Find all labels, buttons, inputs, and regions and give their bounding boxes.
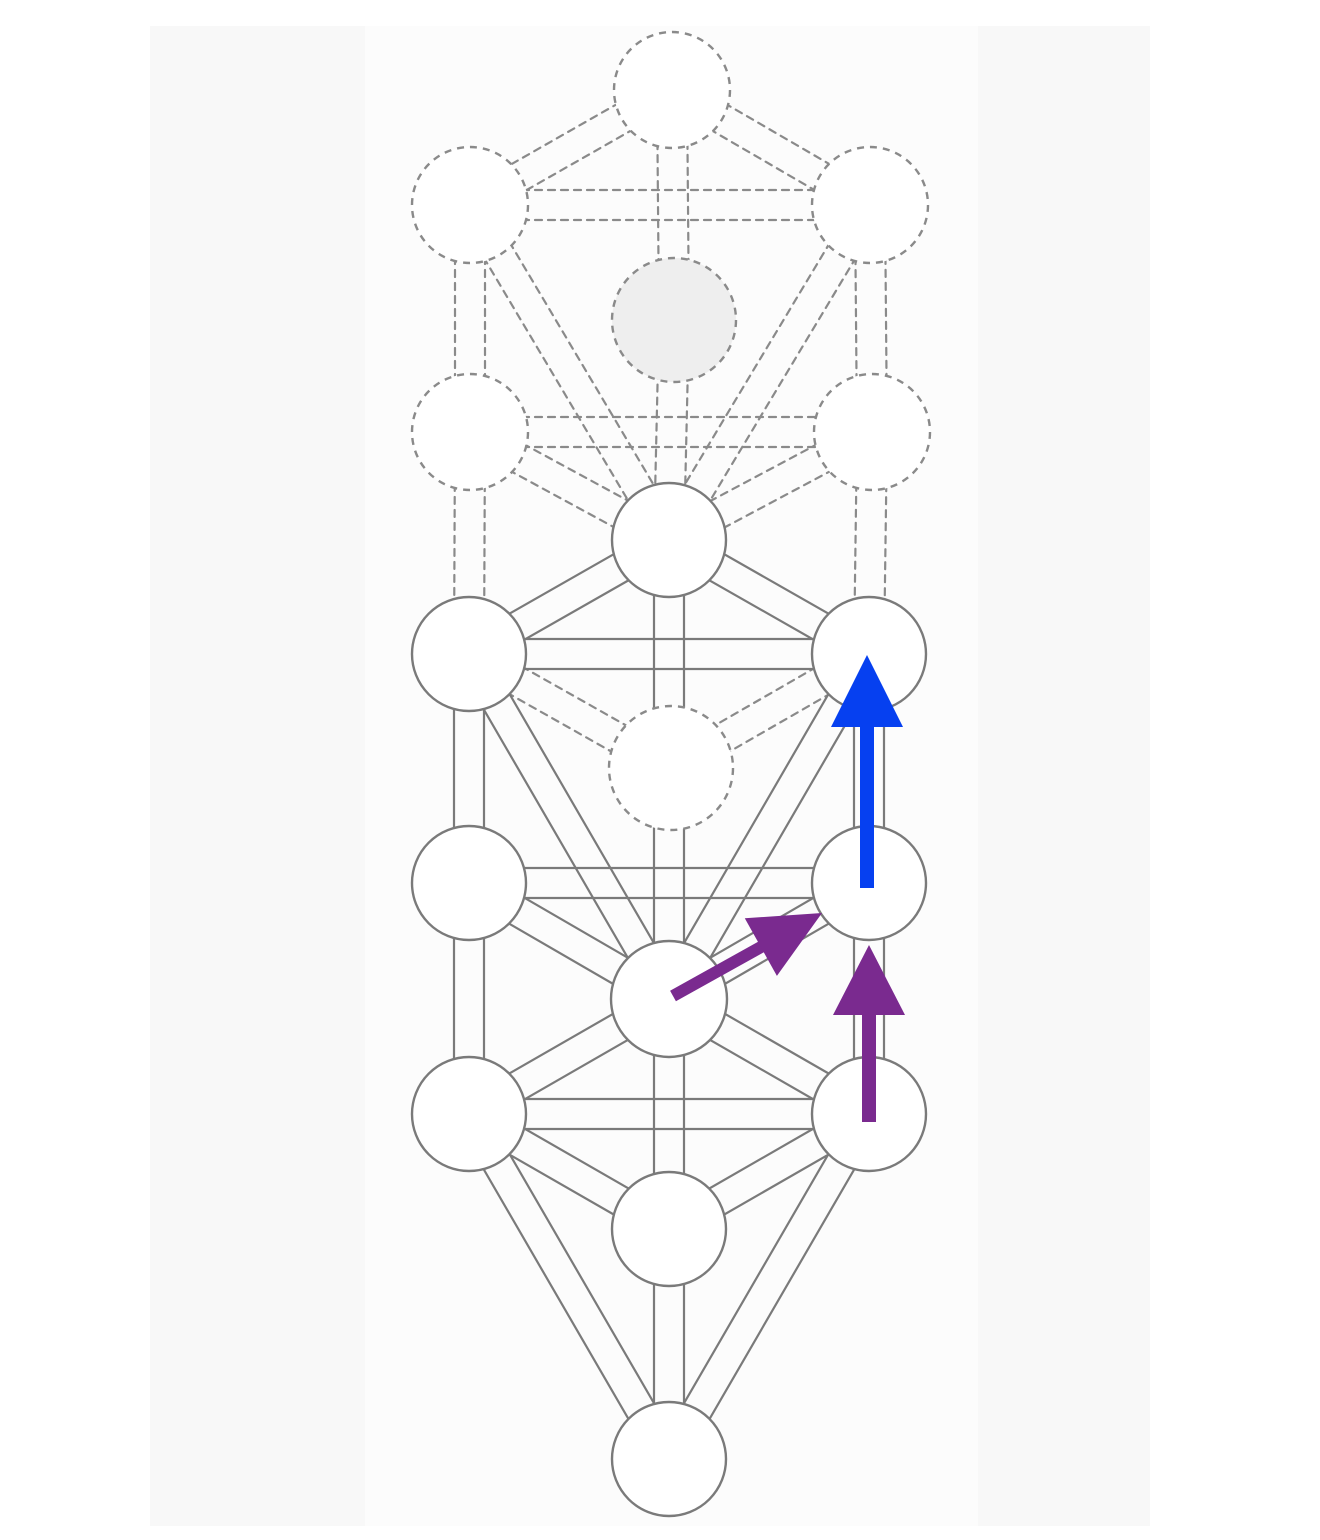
node-upper-top: [612, 30, 732, 150]
node-upper-left-1: [410, 145, 530, 265]
path-rail: [454, 660, 658, 1008]
path-left-1-right-1: [467, 637, 871, 671]
arrow-head: [744, 913, 822, 976]
arrow-shaft: [670, 940, 766, 1002]
node-left-2: [410, 824, 528, 942]
node-upper-hidden: [610, 256, 738, 384]
node-center: [609, 939, 729, 1059]
arrow-head: [833, 945, 905, 1015]
arrows-layer: [670, 655, 905, 1122]
node-left-3: [410, 1055, 528, 1173]
dashed-path-upper-left-1-upper-right-1: [468, 188, 872, 222]
path-left-3-right-3: [467, 1097, 871, 1131]
path-rail: [480, 1105, 684, 1453]
node-crown: [610, 481, 728, 599]
nodes-layer: [410, 30, 932, 1518]
path-rail: [454, 1120, 658, 1468]
node-left-1: [410, 595, 528, 713]
path-rail: [481, 196, 683, 534]
right-margin-strip: [978, 26, 1150, 1526]
path-rail: [680, 211, 884, 549]
path-left-1-center: [454, 645, 684, 1008]
path-rail: [480, 645, 684, 993]
purple-arrow-diagonal: [670, 913, 822, 1002]
path-rail: [654, 645, 858, 993]
purple-arrow-vertical: [833, 945, 905, 1122]
node-upper-left-2: [410, 372, 530, 492]
blue-arrow: [831, 655, 903, 888]
node-upper-right-2: [812, 372, 932, 492]
node-foundation: [610, 1170, 728, 1288]
arrow-head: [831, 655, 903, 727]
path-rail: [654, 1105, 858, 1453]
node-base: [610, 1400, 728, 1518]
node-hidden: [607, 704, 735, 832]
path-rail: [680, 1120, 884, 1468]
node-upper-right-1: [810, 145, 930, 265]
path-rail: [456, 211, 658, 549]
dashed-path-upper-left-2-upper-right-2: [468, 415, 874, 449]
dashed-path-upper-right-1-crown: [655, 196, 884, 549]
path-left-3-base: [454, 1105, 684, 1468]
left-margin-strip: [150, 26, 365, 1526]
path-right-3-base: [654, 1105, 884, 1468]
dashed-path-upper-left-1-crown: [456, 196, 683, 549]
path-left-2-right-2: [467, 866, 871, 900]
path-rail: [655, 196, 859, 534]
